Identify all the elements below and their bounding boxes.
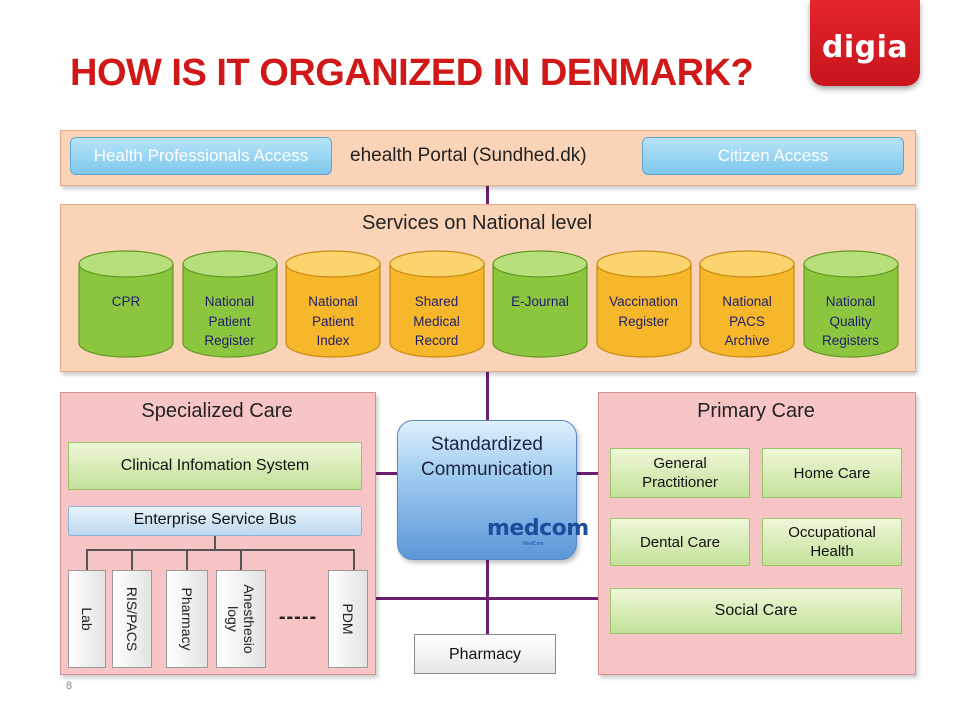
- esb-drop-pharmacy: [186, 549, 188, 570]
- cylinder-shape: [181, 250, 278, 358]
- health-professionals-access-button[interactable]: Health Professionals Access: [70, 137, 332, 175]
- system-pharmacy-label: Pharmacy: [179, 587, 195, 651]
- system-anesthesiology[interactable]: Anesthesio logy: [216, 570, 266, 668]
- social-care-box[interactable]: Social Care: [610, 588, 902, 634]
- social-care-label: Social Care: [714, 602, 798, 619]
- specialized-care-title: Specialized Care: [141, 400, 293, 422]
- register-label-line: National: [204, 294, 255, 309]
- system-pdm[interactable]: PDM: [328, 570, 368, 668]
- register-label-line: National: [825, 294, 876, 309]
- esb-drop-anesthesiology: [240, 549, 242, 570]
- cylinder-shape: [492, 250, 588, 358]
- connector-national-std: [486, 372, 489, 420]
- register-label-line: Quality: [829, 313, 872, 329]
- register-label-line: PACS: [729, 313, 765, 329]
- clinical-information-system-label: Clinical Infomation System: [120, 457, 310, 474]
- home-care-box[interactable]: Home Care: [762, 448, 902, 498]
- register-label-line: Patient: [311, 313, 355, 329]
- register-label-line: Patient: [208, 313, 251, 329]
- occupational-health-box[interactable]: Occupational Health: [762, 518, 902, 566]
- esb-trunk: [214, 536, 216, 550]
- slide-title: HOW IS IT ORGANIZED IN DENMARK?: [70, 52, 754, 94]
- system-lab[interactable]: Lab: [68, 570, 106, 668]
- register-label-line: Medical: [413, 313, 460, 329]
- clinical-information-system[interactable]: Clinical Infomation System: [68, 442, 362, 490]
- register-label-line: Record: [414, 333, 459, 348]
- register-label: CPR: [78, 292, 174, 312]
- register-label-line: CPR: [111, 294, 141, 309]
- std-line-1: Standardized: [431, 434, 543, 455]
- system-ris-pacs-label: RIS/PACS: [124, 586, 140, 652]
- register-cylinder[interactable]: E-Journal: [492, 250, 588, 358]
- medcom-logo-tagline: MedCom: [523, 541, 544, 547]
- page-number: 8: [66, 680, 73, 692]
- register-label-line: Vaccination: [609, 294, 678, 309]
- digia-logo: [810, 0, 920, 86]
- register-label-line: Index: [316, 333, 350, 348]
- esb-branch: [86, 549, 354, 551]
- register-cylinder[interactable]: CPR: [78, 250, 174, 358]
- register-label: E-Journal: [492, 292, 588, 312]
- cylinder-shape: [595, 250, 692, 358]
- dental-care-box[interactable]: Dental Care: [610, 518, 750, 566]
- register-label-line: National: [722, 294, 772, 309]
- connector-std-spec: [376, 472, 397, 475]
- enterprise-service-bus[interactable]: Enterprise Service Bus: [68, 506, 362, 536]
- national-services-label: Services on National level: [362, 212, 593, 234]
- general-practitioner-box[interactable]: General Practitioner: [610, 448, 750, 498]
- standardized-communication-box[interactable]: [397, 420, 577, 560]
- connector-portal-national: [486, 186, 489, 204]
- cylinder-shape: [388, 250, 485, 358]
- home-care-label: Home Care: [793, 464, 871, 482]
- register-label-line: Register: [618, 313, 669, 329]
- standardized-communication-label: Standardized Communication: [397, 432, 577, 482]
- connector-spec-primary-low: [376, 597, 598, 600]
- esb-drop-lab: [86, 549, 88, 570]
- dental-care-label: Dental Care: [639, 533, 721, 551]
- register-label-line: E-Journal: [511, 294, 569, 309]
- cylinder-shape: [78, 250, 174, 358]
- general-practitioner-label: General Practitioner: [642, 455, 718, 491]
- digia-logo-text: digia: [821, 30, 909, 65]
- systems-ellipsis: -----: [278, 606, 318, 628]
- register-label-line: Shared: [414, 294, 459, 309]
- system-pharmacy[interactable]: Pharmacy: [166, 570, 208, 668]
- primary-care-title: Primary Care: [697, 400, 815, 422]
- cylinder-shape: [802, 250, 899, 358]
- system-pdm-label: PDM: [340, 603, 356, 635]
- register-label-line: Archive: [724, 333, 770, 348]
- std-line-2: Communication: [421, 459, 553, 480]
- citizen-access-button[interactable]: Citizen Access: [642, 137, 904, 175]
- system-ris-pacs[interactable]: RIS/PACS: [112, 570, 152, 668]
- register-label-line: National: [308, 294, 358, 309]
- esb-drop-ris: [131, 549, 133, 570]
- register-label-line: Registers: [821, 333, 880, 348]
- esb-drop-pdm: [353, 549, 355, 570]
- portal-label: ehealth Portal (Sundhed.dk): [350, 145, 587, 166]
- cylinder-shape: [699, 250, 795, 358]
- system-lab-label: Lab: [79, 607, 95, 631]
- connector-std-primary: [577, 472, 598, 475]
- register-label-line: Register: [204, 333, 255, 348]
- occupational-health-label: Occupational Health: [788, 524, 876, 560]
- cylinder-shape: [285, 250, 381, 358]
- medcom-logo: medcom: [487, 516, 589, 541]
- pharmacy-box[interactable]: Pharmacy: [414, 634, 556, 674]
- system-anesthesiology-label: Anesthesio logy: [225, 584, 257, 654]
